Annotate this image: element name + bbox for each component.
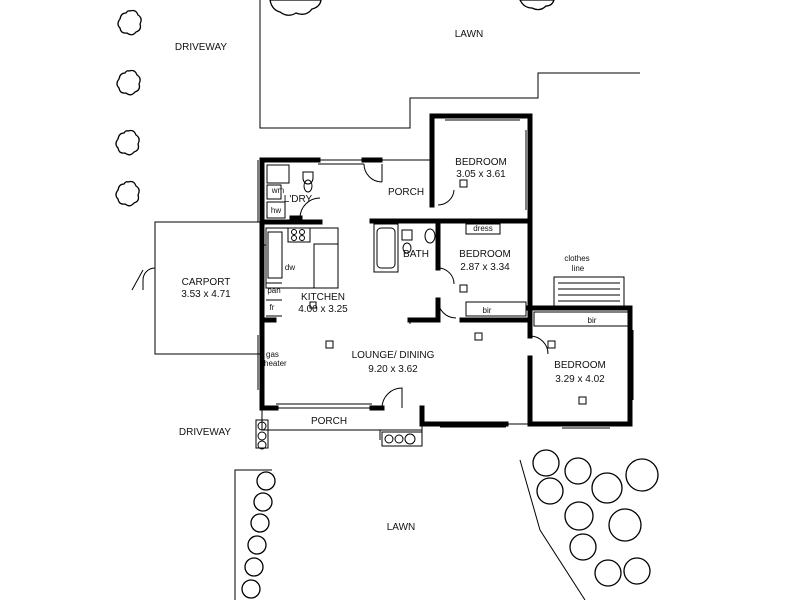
driveway-top-label: DRIVEWAY bbox=[175, 42, 228, 53]
bedroom2-size: 2.87 x 3.34 bbox=[460, 262, 510, 273]
bedroom3-size: 3.29 x 4.02 bbox=[555, 374, 605, 385]
lawn-top-label: LAWN bbox=[455, 29, 484, 40]
trees-left-column bbox=[115, 9, 142, 207]
dress-label: dress bbox=[473, 224, 493, 233]
carport-size: 3.53 x 4.71 bbox=[181, 289, 231, 300]
lounge-size: 9.20 x 3.62 bbox=[368, 364, 418, 375]
porch-bottom-label: PORCH bbox=[311, 416, 347, 427]
interior-lines bbox=[257, 115, 634, 440]
robe-label-bedroom2: bir bbox=[483, 306, 492, 315]
clothes-line bbox=[553, 276, 625, 308]
washing-machine-label: wm bbox=[271, 186, 285, 195]
trees-top bbox=[269, 0, 555, 16]
fridge-label: fr bbox=[270, 303, 275, 312]
robe-label-bedroom3: bir bbox=[588, 316, 597, 325]
dishwasher-label: dw bbox=[285, 263, 295, 272]
trees-bottom-right bbox=[532, 449, 659, 587]
driveway-bottom-label: DRIVEWAY bbox=[179, 427, 232, 438]
bedroom2-name: BEDROOM bbox=[459, 249, 511, 260]
hot-water-label: hw bbox=[271, 206, 281, 215]
clothes-line-label-2: line bbox=[572, 264, 585, 273]
lounge-name: LOUNGE/ DINING bbox=[352, 350, 435, 361]
lawn-bottom-label: LAWN bbox=[387, 522, 416, 533]
laundry-fixtures bbox=[266, 164, 314, 219]
bedroom1-name: BEDROOM bbox=[455, 157, 507, 168]
bedroom3-name: BEDROOM bbox=[554, 360, 606, 371]
bathroom-fixtures bbox=[373, 223, 436, 273]
laundry-label: L'DRY bbox=[284, 194, 313, 205]
steps-and-planters bbox=[255, 419, 423, 450]
porch-top-label: PORCH bbox=[388, 187, 424, 198]
carport-name: CARPORT bbox=[182, 277, 231, 288]
vents-and-outlets bbox=[309, 179, 587, 405]
carport-outline bbox=[131, 221, 262, 355]
clothes-line-label-1: clothes bbox=[564, 254, 589, 263]
kitchen-name: KITCHEN bbox=[301, 292, 345, 303]
trees-bottom-left bbox=[241, 471, 276, 599]
kitchen-fixtures bbox=[265, 227, 339, 317]
robes-and-details bbox=[465, 223, 629, 327]
site-boundary bbox=[234, 0, 640, 600]
pantry-label: pan bbox=[267, 286, 280, 295]
bath-label: BATH bbox=[403, 249, 429, 260]
bedroom1-size: 3.05 x 3.61 bbox=[456, 169, 506, 180]
gas-heater-label-1: gas bbox=[266, 350, 279, 359]
kitchen-size: 4.00 x 3.25 bbox=[298, 304, 348, 315]
gas-heater-label-2: heater bbox=[264, 359, 287, 368]
